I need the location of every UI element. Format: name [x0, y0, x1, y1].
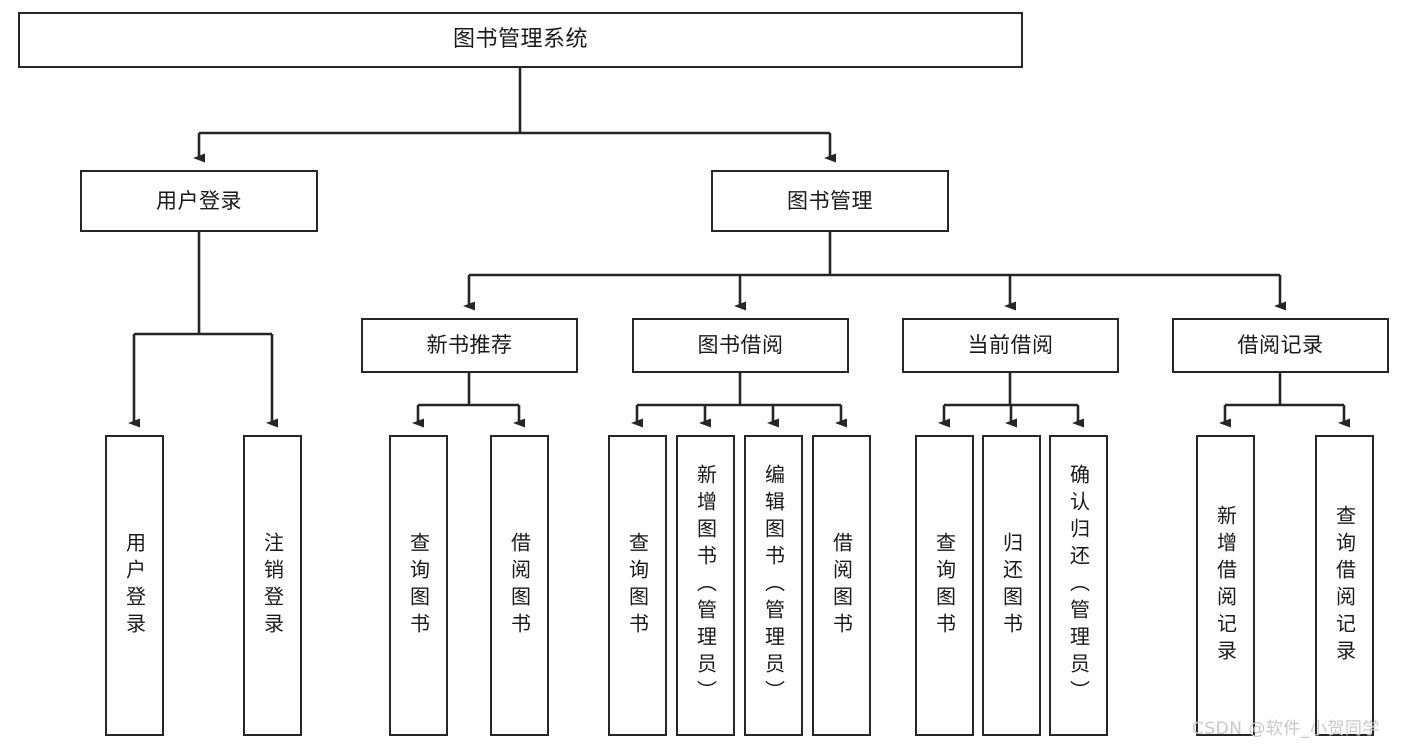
leaf-current-return-book[interactable]: 归还图书: [982, 435, 1041, 736]
node-label: 确认归还（管理员）: [1066, 464, 1091, 707]
node-label: 新增图书（管理员）: [693, 464, 718, 707]
leaf-record-add-record[interactable]: 新增借阅记录: [1196, 435, 1255, 736]
leaf-recommend-borrow-book[interactable]: 借阅图书: [490, 435, 549, 736]
leaf-user-login-login[interactable]: 用户登录: [105, 435, 164, 736]
leaf-recommend-query-book[interactable]: 查询图书: [389, 435, 448, 736]
node-label: 查询借阅记录: [1332, 504, 1357, 667]
node-book-borrow[interactable]: 图书借阅: [632, 318, 849, 373]
node-label: 图书借阅: [697, 333, 784, 358]
node-borrow-record[interactable]: 借阅记录: [1172, 318, 1389, 373]
node-label: 借阅记录: [1237, 333, 1324, 358]
leaf-borrow-query-book[interactable]: 查询图书: [608, 435, 667, 736]
node-label: 用户登录: [122, 531, 147, 640]
leaf-borrow-add-book[interactable]: 新增图书（管理员）: [676, 435, 735, 736]
node-label: 图书管理系统: [452, 27, 588, 53]
node-label: 新书推荐: [426, 333, 513, 358]
node-label: 新增借阅记录: [1213, 504, 1238, 667]
watermark-text: CSDN @软件_小贺同学: [1192, 719, 1380, 739]
leaf-borrow-edit-book[interactable]: 编辑图书（管理员）: [744, 435, 803, 736]
node-user-login[interactable]: 用户登录: [80, 170, 318, 232]
leaf-record-query-record[interactable]: 查询借阅记录: [1315, 435, 1374, 736]
node-label: 编辑图书（管理员）: [761, 464, 786, 707]
leaf-user-login-logout[interactable]: 注销登录: [243, 435, 302, 736]
node-label: 用户登录: [156, 188, 242, 213]
leaf-borrow-borrow-book[interactable]: 借阅图书: [812, 435, 871, 736]
node-label: 归还图书: [999, 531, 1024, 640]
node-label: 当前借阅: [967, 333, 1054, 358]
node-label: 查询图书: [406, 531, 431, 640]
node-label: 查询图书: [932, 531, 957, 640]
node-root-system[interactable]: 图书管理系统: [18, 12, 1023, 68]
node-label: 图书管理: [787, 188, 873, 213]
leaf-current-confirm-return[interactable]: 确认归还（管理员）: [1049, 435, 1108, 736]
node-label: 注销登录: [260, 531, 285, 640]
node-label: 借阅图书: [829, 531, 854, 640]
node-label: 查询图书: [625, 531, 650, 640]
node-new-book-recommend[interactable]: 新书推荐: [361, 318, 578, 373]
leaf-current-query-book[interactable]: 查询图书: [915, 435, 974, 736]
node-current-borrow[interactable]: 当前借阅: [902, 318, 1119, 373]
node-label: 借阅图书: [507, 531, 532, 640]
node-book-management[interactable]: 图书管理: [711, 170, 949, 232]
